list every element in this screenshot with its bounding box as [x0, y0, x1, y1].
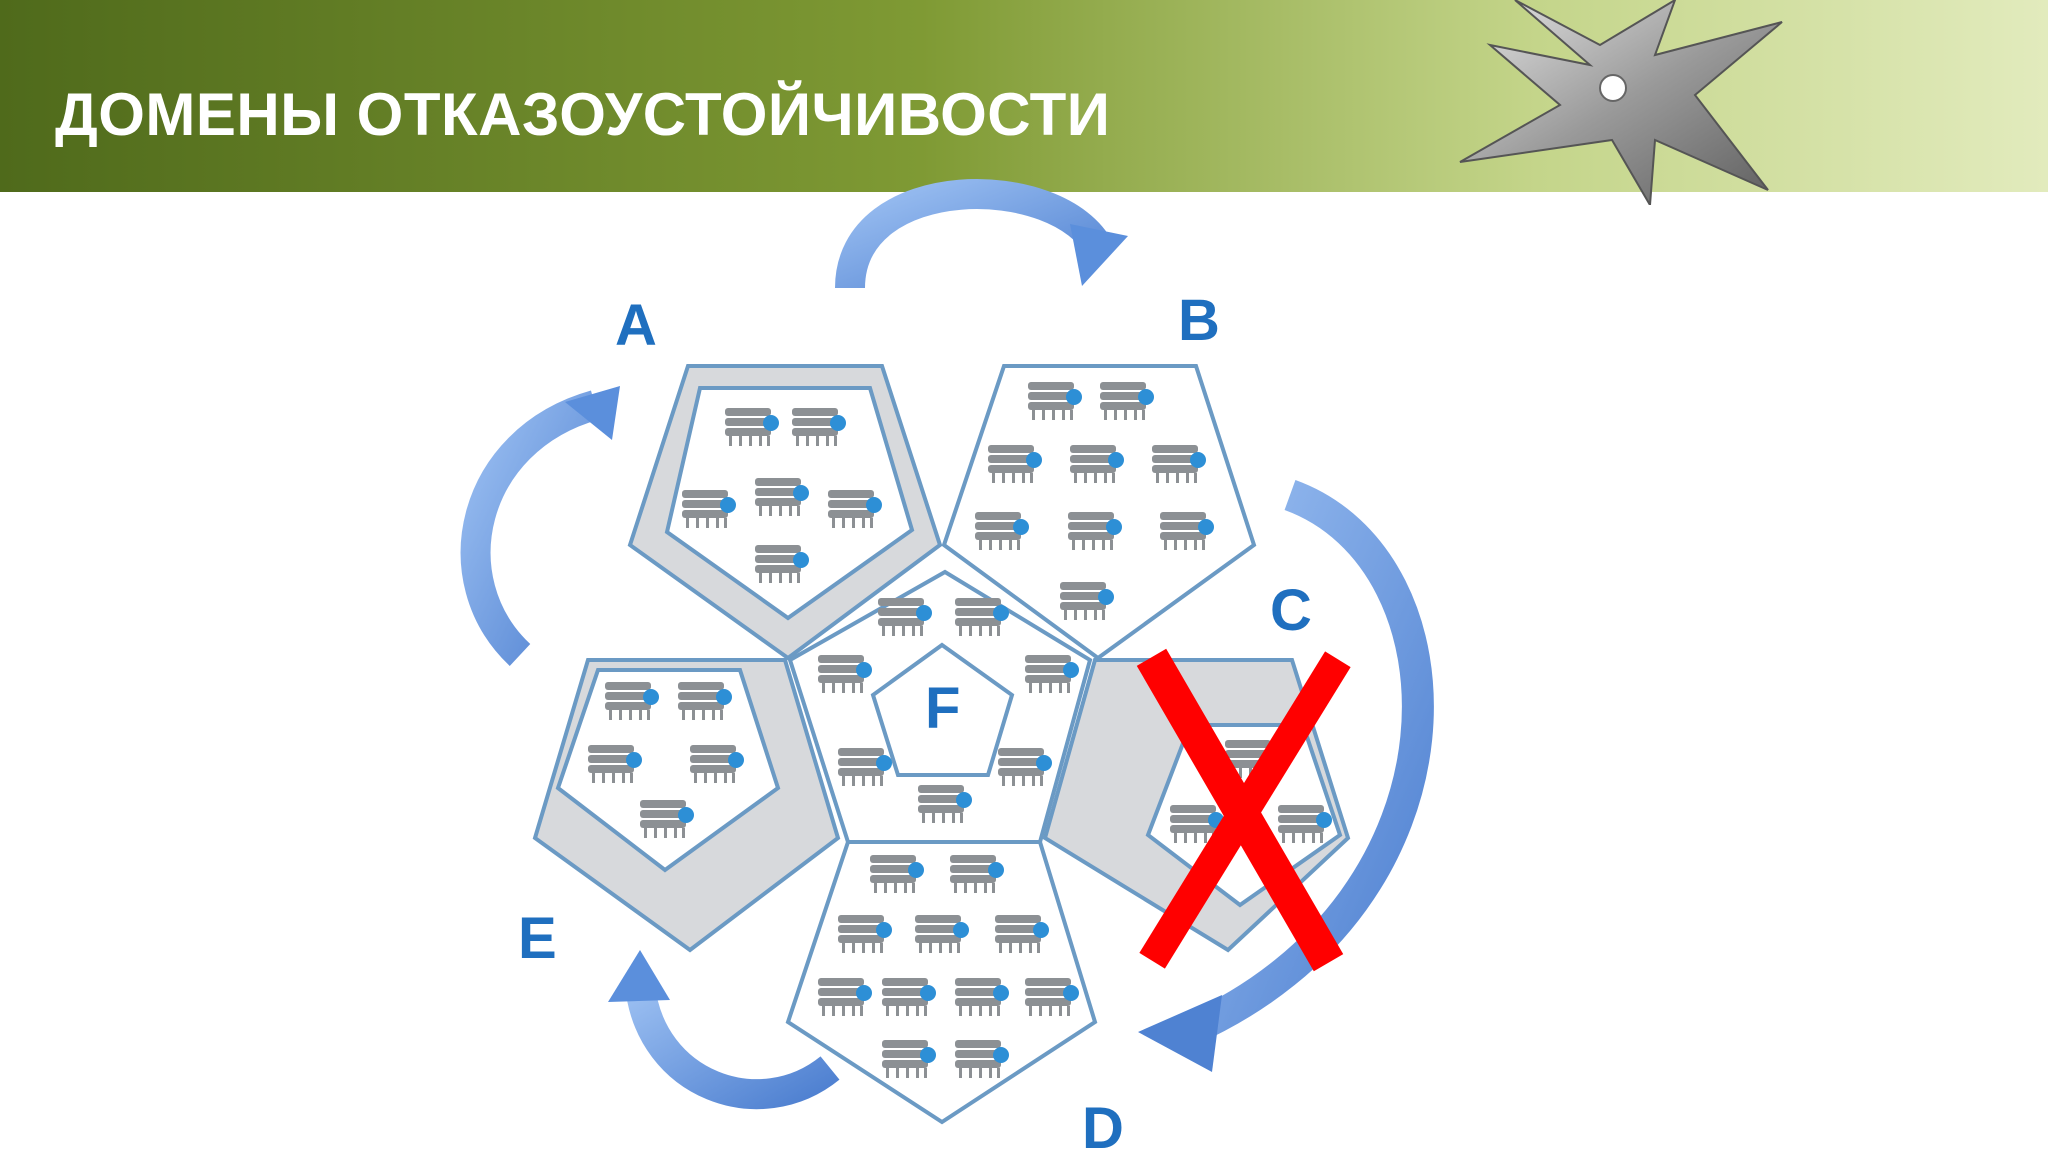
- domain-label-b: B: [1178, 288, 1220, 353]
- domain-label-e: E: [518, 906, 557, 971]
- domain-label-c: C: [1270, 578, 1312, 643]
- failure-x-mark: [1136, 648, 1351, 972]
- domain-label-f: F: [925, 676, 960, 741]
- arrow-e-to-a: [460, 386, 620, 666]
- arrow-d-to-e: [608, 950, 840, 1110]
- arrow-a-to-b: [835, 179, 1128, 289]
- domain-label-a: A: [615, 293, 657, 358]
- domain-a-pentagon: [627, 364, 943, 661]
- shuriken-icon: [1459, 0, 1783, 205]
- domain-e-pentagon: [532, 658, 841, 953]
- domain-label-d: D: [1082, 1096, 1124, 1152]
- slide-title: ДОМЕНЫ ОТКАЗОУСТОЙЧИВОСТИ: [55, 81, 1111, 148]
- arrow-c-to-d: [1138, 479, 1434, 1072]
